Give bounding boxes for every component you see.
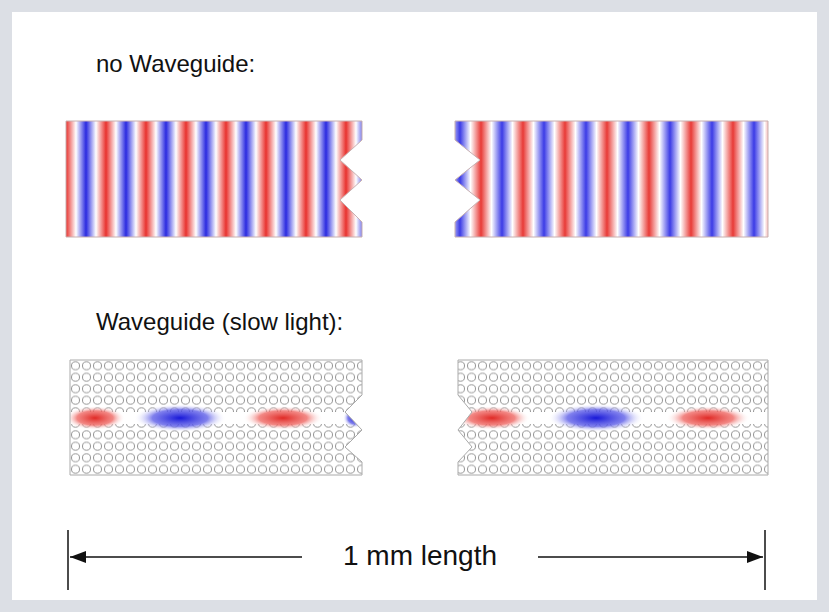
section-heading: no Waveguide: <box>96 50 255 78</box>
panel-ground <box>12 12 817 600</box>
section-heading: Waveguide (slow light): <box>96 308 343 336</box>
dimension-label: 1 mm length <box>310 540 530 572</box>
